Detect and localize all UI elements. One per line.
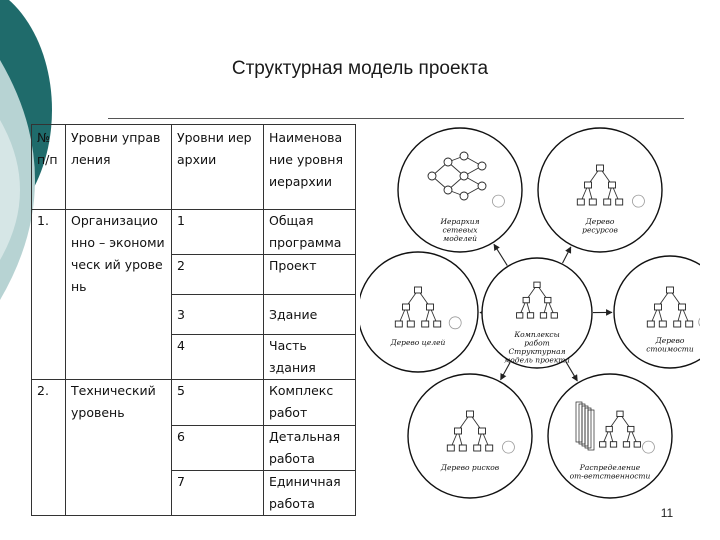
slide-title: Структурная модель проекта	[231, 58, 489, 79]
svg-text:ресурсов: ресурсов	[582, 226, 618, 235]
group-number-2: 2.	[31, 379, 66, 516]
table-row: 6 Детальная работа	[32, 425, 356, 471]
group-label-technical: Технический уровень	[65, 379, 172, 516]
hierarchy-level-cell: 1	[171, 209, 264, 255]
hierarchy-level-cell: 5	[171, 379, 264, 426]
svg-text:Дерево рисков: Дерево рисков	[440, 463, 500, 472]
svg-text:от-ветственности: от-ветственности	[570, 472, 651, 481]
diagram-arrows	[479, 243, 613, 382]
hierarchy-name-cell: Здание	[263, 294, 356, 335]
svg-text:Иерархия: Иерархия	[439, 217, 479, 226]
slide-decoration	[0, 0, 52, 300]
arrow-to-responsibility	[565, 360, 578, 382]
hierarchy-level-cell: 2	[171, 254, 264, 295]
table-header-row: № п/п Уровни управления Уровни иерархии …	[31, 124, 356, 210]
diagram-node-goals: Дерево целей	[360, 251, 479, 373]
arrow-to-risks	[500, 361, 511, 381]
group-number-1: 1.	[31, 209, 66, 380]
table-row: 2. Технический уровень 5 Комплекс работ	[31, 379, 356, 516]
header-number: № п/п	[31, 124, 66, 210]
group-label-organizational: Организацио нно – экономическ ий уровень	[65, 209, 172, 380]
table-row: 7 Единичная работа	[32, 470, 356, 516]
header-level-name: Наименова ние уровня иерархии	[263, 124, 356, 210]
svg-text:работ: работ	[524, 339, 549, 348]
svg-text:Комплексы: Комплексы	[513, 330, 559, 339]
hierarchy-level-cell: 7	[171, 470, 264, 516]
svg-text:Распределение: Распределение	[579, 463, 641, 472]
light-arc-highlight	[0, 120, 20, 260]
arrow-to-resources	[562, 246, 572, 264]
hierarchy-table: № п/п Уровни управления Уровни иерархии …	[31, 124, 356, 516]
page-number: 11	[660, 506, 674, 520]
svg-text:Структурная: Структурная	[508, 347, 565, 356]
project-structure-diagram: ИерархиясетевыхмоделейДереворесурсовДере…	[360, 127, 700, 499]
header-management-levels: Уровни управления	[65, 124, 172, 210]
table-row: 2 Проект	[32, 254, 356, 295]
hierarchy-name-cell: Комплекс работ	[263, 379, 356, 426]
hierarchy-name-cell: Проект	[263, 254, 356, 295]
table-row: 4 Часть здания	[32, 334, 356, 380]
hierarchy-level-cell: 3	[171, 294, 264, 335]
svg-text:Дерево целей: Дерево целей	[390, 338, 446, 347]
header-hierarchy-levels: Уровни иерархии	[171, 124, 264, 210]
svg-text:моделей: моделей	[443, 234, 477, 243]
svg-text:сетевых: сетевых	[443, 226, 479, 235]
svg-text:Дерево: Дерево	[655, 336, 685, 345]
diagram-node-risks: Дерево рисков	[407, 373, 533, 499]
hierarchy-name-cell: Часть здания	[263, 334, 356, 380]
hierarchy-level-cell: 6	[171, 425, 264, 471]
hierarchy-name-cell: Детальная работа	[263, 425, 356, 471]
hierarchy-name-cell: Общая программа	[263, 209, 356, 255]
hierarchy-name-cell: Единичная работа	[263, 470, 356, 516]
table-row: 1. Организацио нно – экономическ ий уров…	[31, 209, 356, 380]
hierarchy-level-cell: 4	[171, 334, 264, 380]
title-divider	[108, 118, 684, 119]
table-row: 3 Здание	[32, 294, 356, 335]
svg-text:модель проекта: модель проекта	[504, 356, 570, 365]
svg-text:стоимости: стоимости	[646, 344, 694, 353]
arrow-to-network	[493, 243, 508, 266]
svg-text:Дерево: Дерево	[585, 217, 615, 226]
